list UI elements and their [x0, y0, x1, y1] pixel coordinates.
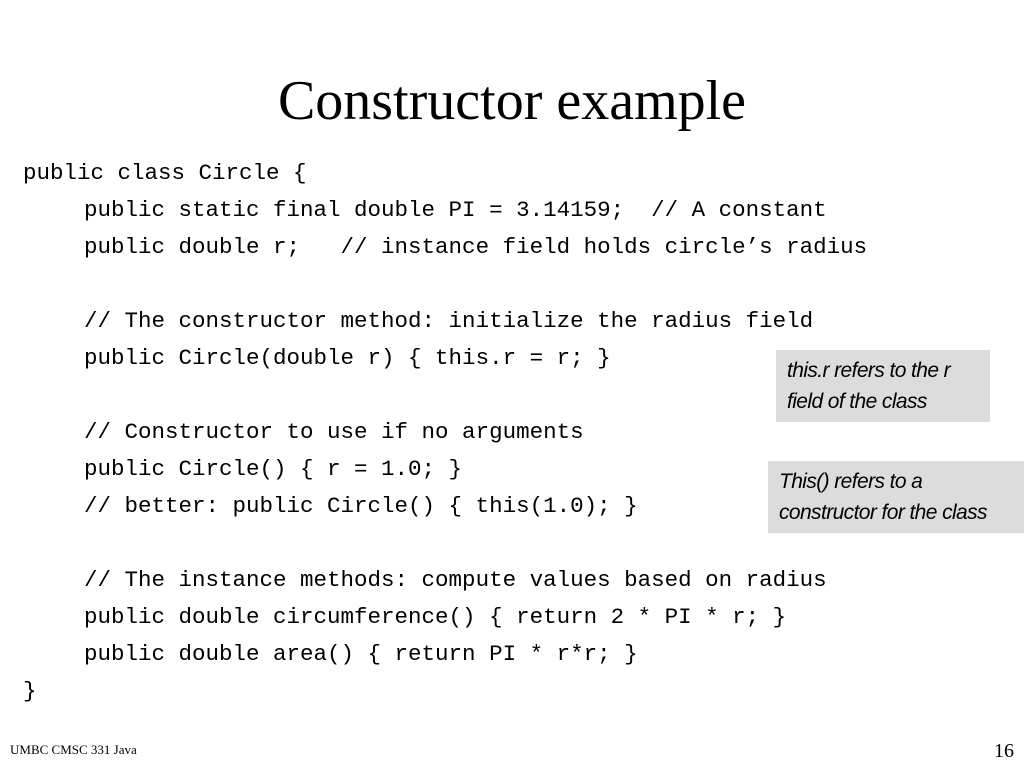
code-line: public Circle() { r = 1.0; }	[84, 456, 463, 482]
code-line: public class Circle {	[23, 160, 307, 186]
code-line: }	[23, 678, 37, 704]
code-block: public class Circle { public static fina…	[23, 155, 867, 710]
code-line: // better: public Circle() { this(1.0); …	[84, 493, 638, 519]
callout-line: this.r refers to the r	[787, 359, 951, 382]
page-number: 16	[994, 740, 1014, 762]
callout-line: This() refers to a	[779, 470, 923, 493]
code-line: // Constructor to use if no arguments	[84, 419, 584, 445]
code-line	[23, 266, 867, 303]
code-line: // The constructor method: initialize th…	[84, 308, 814, 334]
code-line: public double area() { return PI * r*r; …	[84, 641, 638, 667]
code-line: public Circle(double r) { this.r = r; }	[84, 345, 611, 371]
code-line	[23, 525, 867, 562]
code-line	[23, 377, 867, 414]
callout-this-r: this.r refers to the r field of the clas…	[776, 350, 990, 422]
code-line: public double r; // instance field holds…	[84, 234, 868, 260]
footer-course: UMBC CMSC 331 Java	[10, 742, 137, 757]
callout-line: field of the class	[787, 390, 927, 413]
callout-line: constructor for the class	[779, 501, 988, 524]
code-line: public double circumference() { return 2…	[84, 604, 787, 630]
slide-title: Constructor example	[277, 70, 747, 132]
callout-this-constructor: This() refers to a constructor for the c…	[768, 461, 1024, 533]
code-line: // The instance methods: compute values …	[84, 567, 827, 593]
code-line: public static final double PI = 3.14159;…	[84, 197, 827, 223]
